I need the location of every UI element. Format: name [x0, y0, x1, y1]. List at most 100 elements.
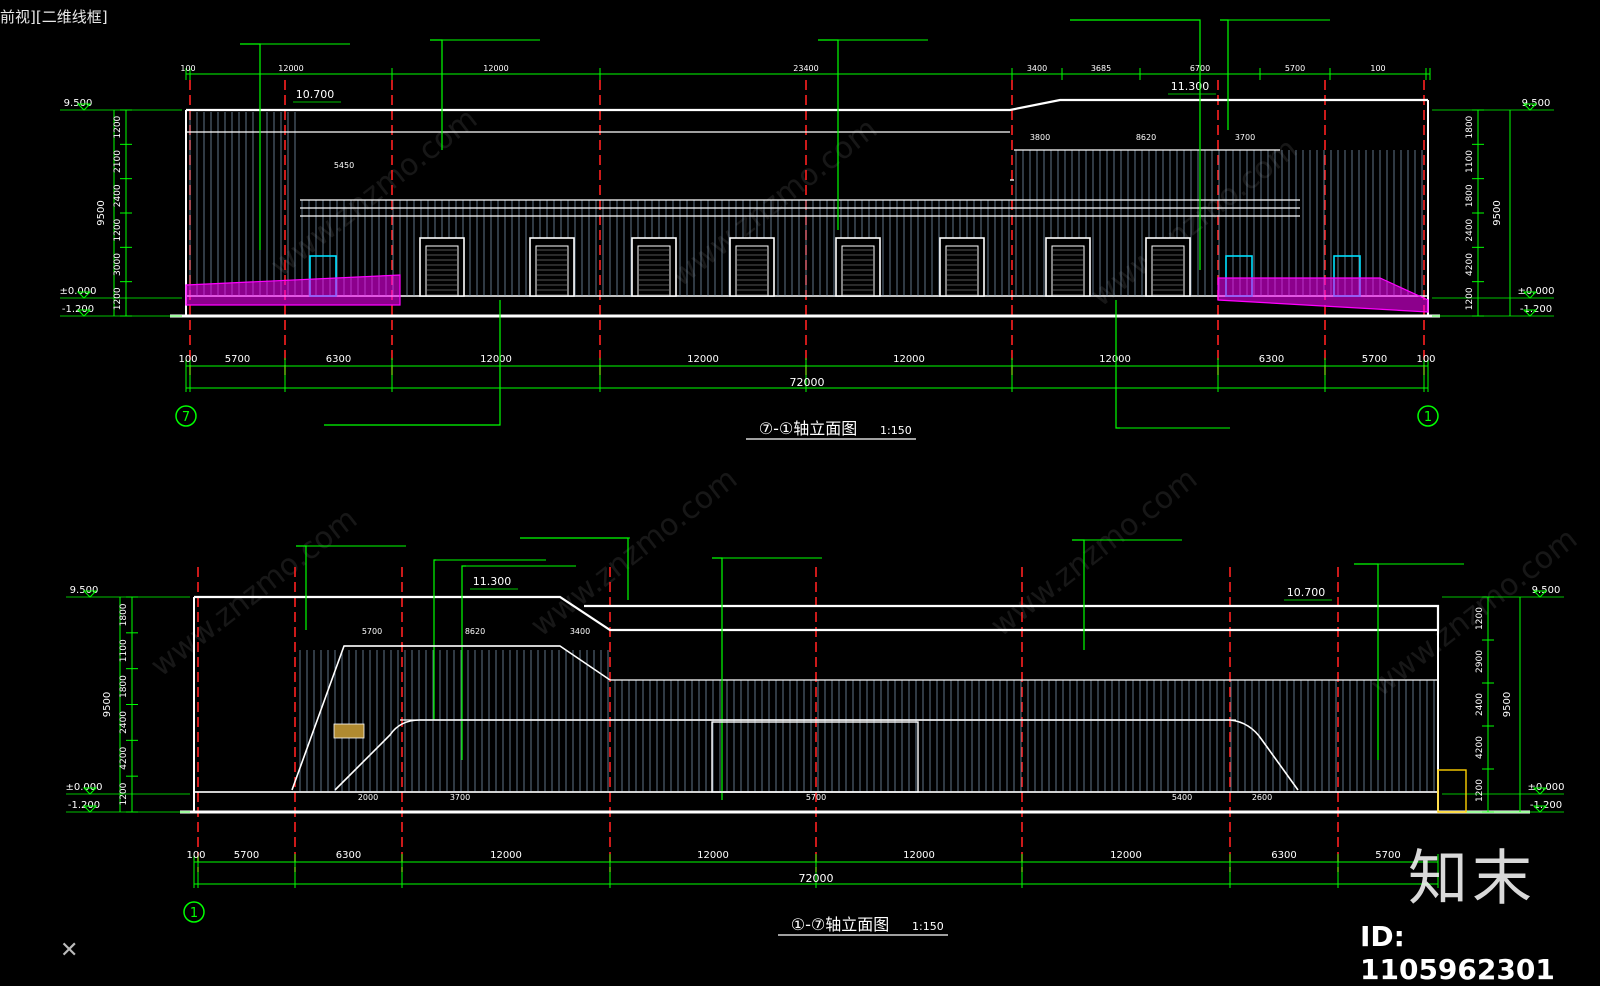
inner-dim-label: 3400 — [570, 627, 590, 636]
inner-dim-label: 5700 — [806, 793, 826, 802]
roof-level-mark: 11.300 — [1171, 80, 1210, 93]
annotation-leader — [1115, 300, 1120, 429]
top-dim-label: 3685 — [1091, 64, 1111, 73]
axis-bubble-label: 1 — [190, 906, 198, 921]
ramp — [185, 274, 401, 306]
vert-dim-label: 1200 — [113, 287, 123, 310]
dim-label: 12000 — [903, 850, 935, 861]
top-dim-label: 12000 — [483, 64, 508, 73]
annotation-leader — [1354, 563, 1379, 760]
dim-label: 100 — [1416, 354, 1435, 365]
level-triangle — [82, 590, 98, 598]
vert-dim-total: 9500 — [102, 692, 113, 717]
roller-door-inner — [425, 245, 459, 297]
vert-dim-label: 2400 — [1465, 218, 1475, 241]
axis-bubble-label: 1 — [1424, 410, 1432, 425]
vert-dim-label: 2400 — [119, 711, 129, 734]
roller-door-inner — [535, 245, 569, 297]
roller-door — [729, 237, 775, 297]
dim-total-label: 72000 — [790, 376, 825, 389]
inner-dim-label: 8620 — [1136, 133, 1156, 142]
dim-label: 6300 — [1259, 354, 1284, 365]
vert-dim-label: 1800 — [1465, 184, 1475, 207]
building-roofline — [186, 98, 1428, 112]
signage-plate — [333, 723, 365, 739]
vert-dim-label: 1200 — [1475, 607, 1485, 630]
roller-door — [939, 237, 985, 297]
level-triangle — [82, 787, 98, 795]
axis-bubble — [183, 901, 205, 923]
vert-dim-label: 1100 — [1465, 150, 1475, 173]
roller-door — [631, 237, 677, 297]
roof-level-mark: 11.300 — [473, 575, 512, 588]
roller-door-inner — [1051, 245, 1085, 297]
level-triangle — [76, 291, 92, 299]
watermark-id: ID: 1105962301 — [1360, 920, 1555, 986]
vert-dim-label: 1200 — [113, 218, 123, 241]
roof-level-mark: 10.700 — [1287, 586, 1326, 599]
watermark-site-text: www.znzmo.com — [984, 461, 1204, 643]
ramp — [1217, 277, 1429, 313]
stair-box — [1437, 769, 1467, 813]
close-icon[interactable]: ✕ — [60, 938, 79, 963]
annotation-leader — [712, 557, 723, 800]
level-triangle — [1522, 291, 1538, 299]
vert-dim-total: 9500 — [1492, 200, 1503, 225]
annotation-leader — [461, 565, 466, 760]
elevation-scale: 1:150 — [912, 920, 944, 933]
dim-label: 6300 — [326, 354, 351, 365]
dim-label: 5700 — [225, 354, 250, 365]
annotation-leader — [240, 43, 261, 250]
vert-dim-label: 1800 — [119, 603, 129, 626]
vert-dim-label: 1200 — [1465, 287, 1475, 310]
entrance-frame — [711, 721, 919, 793]
roller-door-inner — [1151, 245, 1185, 297]
vert-dim-label: 1200 — [113, 115, 123, 138]
axis-bubble — [1417, 405, 1439, 427]
inner-dim-label: 3700 — [450, 793, 470, 802]
dim-label: 5700 — [1375, 850, 1400, 861]
vert-dim-label: 2900 — [1475, 650, 1485, 673]
canopy-outline — [334, 719, 1299, 791]
dim-label: 12000 — [697, 850, 729, 861]
slope-outline — [291, 645, 611, 791]
vert-dim-label: 4200 — [1465, 253, 1475, 276]
roller-door — [529, 237, 575, 297]
inner-dim-label: 8620 — [465, 627, 485, 636]
level-triangle — [1522, 103, 1538, 111]
roller-door — [835, 237, 881, 297]
vert-dim-total: 9500 — [96, 200, 107, 225]
level-triangle — [1532, 590, 1548, 598]
vert-dim-label: 1800 — [119, 675, 129, 698]
dim-total-label: 72000 — [799, 872, 834, 885]
dim-label: 12000 — [893, 354, 925, 365]
annotation-leader — [1220, 19, 1229, 130]
top-dim-label: 12000 — [278, 64, 303, 73]
level-triangle — [76, 103, 92, 111]
roller-door-inner — [841, 245, 875, 297]
roller-door — [419, 237, 465, 297]
vert-dim-label: 4200 — [119, 747, 129, 770]
vert-dim-label: 2100 — [113, 150, 123, 173]
watermark-site-text: www.znzmo.com — [524, 461, 744, 643]
elevation-title: ①-⑦轴立面图 — [791, 915, 889, 934]
dim-label: 5700 — [1362, 354, 1387, 365]
level-triangle — [1532, 787, 1548, 795]
dim-label: 12000 — [490, 850, 522, 861]
viewport-label[interactable]: 前视][二维线框] — [0, 8, 108, 26]
top-dim-label: 100 — [1370, 64, 1385, 73]
building-roofline — [194, 595, 1440, 632]
inner-dim-label: 5700 — [362, 627, 382, 636]
dim-label: 12000 — [1110, 850, 1142, 861]
dim-label: 5700 — [234, 850, 259, 861]
vert-dim-label: 1200 — [1475, 779, 1485, 802]
roller-door-inner — [945, 245, 979, 297]
dim-label: 6300 — [336, 850, 361, 861]
vert-dim-label: 4200 — [1475, 736, 1485, 759]
roller-door — [1145, 237, 1191, 297]
level-triangle — [82, 805, 98, 813]
axis-bubble — [175, 405, 197, 427]
